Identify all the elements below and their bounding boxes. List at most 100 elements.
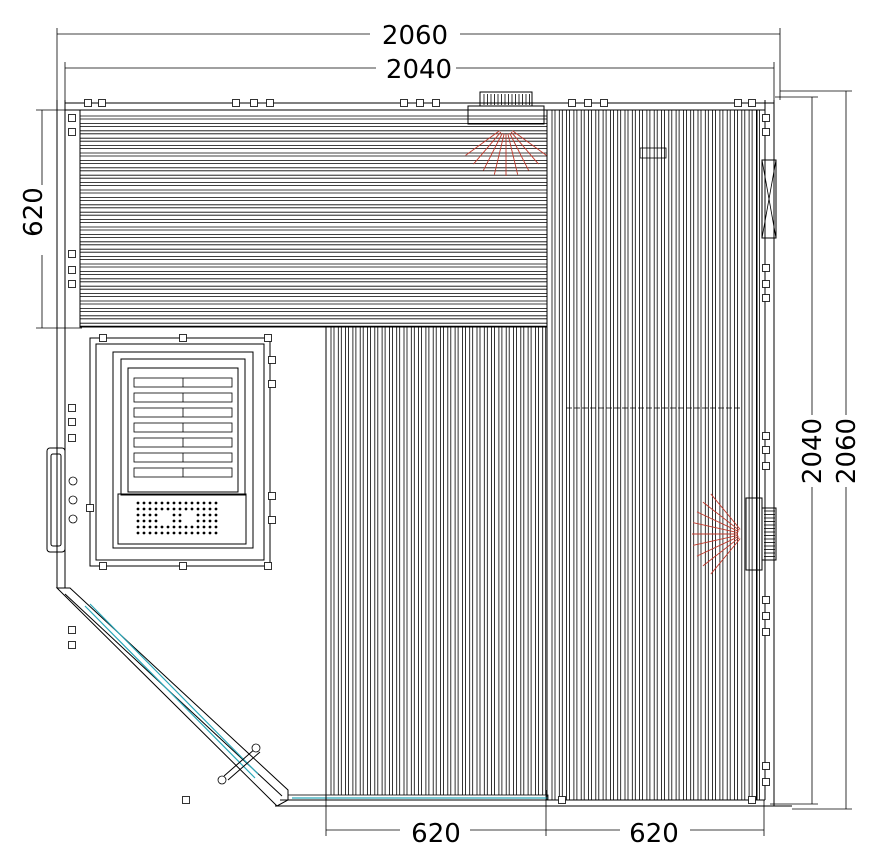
heater-vent-dot: [142, 507, 146, 511]
dimension-top-inner: 2040: [64, 52, 775, 100]
mounting-clip: [232, 99, 240, 107]
mounting-clip: [762, 264, 770, 272]
ceiling-lamp-top: [465, 91, 547, 176]
light-ray: [693, 522, 739, 534]
dimension-label-top-inner: 2040: [386, 55, 452, 85]
light-ray: [510, 131, 539, 165]
mounting-clip: [68, 626, 76, 634]
heater-vent-dot: [184, 507, 188, 511]
heater-vent-dot: [208, 519, 212, 523]
mounting-clip: [762, 446, 770, 454]
heater-vent-dot: [178, 531, 182, 535]
mounting-clip: [748, 99, 756, 107]
mounting-clip: [400, 99, 408, 107]
mounting-clip: [584, 99, 592, 107]
dimension-left-bench: 620: [19, 109, 82, 329]
bench-upper-outline: [79, 109, 548, 328]
heater-vent-dot: [208, 525, 212, 529]
heater-vent-dot: [160, 501, 164, 505]
heater-vent-dot: [178, 501, 182, 505]
light-ray: [710, 493, 741, 530]
heater-vent-dot: [190, 501, 194, 505]
light-ray: [465, 130, 500, 156]
heater-vent-dot: [160, 531, 164, 535]
light-ray: [509, 132, 530, 171]
heater-vent-dot: [202, 513, 206, 517]
light-ray: [693, 534, 739, 546]
bench-center-slats: [330, 327, 547, 795]
dimension-label-right-outer: 2060: [832, 418, 862, 484]
mounting-clip: [84, 99, 92, 107]
mounting-clip: [762, 778, 770, 786]
heater-vent-dot: [214, 531, 218, 535]
dimension-label-right-inner: 2040: [798, 418, 828, 484]
heater-vent-dot: [178, 519, 182, 523]
light-ray: [696, 511, 739, 532]
mounting-clip: [568, 99, 576, 107]
light-ray: [482, 132, 503, 171]
dimension-bottom-left: 620: [325, 790, 547, 849]
mounting-clip: [268, 380, 276, 388]
dimension-label-left-bench: 620: [19, 187, 49, 237]
heater-vent-dot: [142, 525, 146, 529]
light-ray: [702, 501, 740, 531]
heater-vent-dot: [202, 507, 206, 511]
heater-vent-dot: [160, 507, 164, 511]
mounting-clip: [68, 280, 76, 288]
light-ray: [507, 133, 519, 175]
mounting-clip: [250, 99, 258, 107]
heater-vent-dot: [172, 519, 176, 523]
heater-vent-dot: [148, 531, 152, 535]
heater-vent-dot: [214, 507, 218, 511]
heater-vent-dot: [190, 525, 194, 529]
mounting-clip: [762, 596, 770, 604]
heater-vent-dot: [184, 501, 188, 505]
heater-vent-dot: [214, 513, 218, 517]
heater-vent-dot: [166, 501, 170, 505]
heater-vent-dot: [214, 501, 218, 505]
heater-vent-dot: [154, 531, 158, 535]
heater-vent-dot: [148, 507, 152, 511]
light-ray: [493, 133, 505, 175]
heater-vent-dot: [136, 531, 140, 535]
light-ray: [710, 538, 741, 575]
mounting-clip: [68, 250, 76, 258]
heater-vent-dot: [214, 525, 218, 529]
heater-vent-dot: [136, 507, 140, 511]
heater-vent-dot: [214, 519, 218, 523]
heater-vent-dot: [148, 519, 152, 523]
heater-vent-dot: [142, 531, 146, 535]
mounting-clip: [68, 641, 76, 649]
dimension-label-top-outer: 2060: [382, 21, 448, 51]
heater-vent-dot: [196, 525, 200, 529]
wall-lamp-right: [692, 493, 777, 575]
heater-vent-dot: [166, 525, 170, 529]
heater-vent-dot: [148, 525, 152, 529]
heater-vent-dot: [154, 525, 158, 529]
mounting-clip: [268, 356, 276, 364]
heater-vent-dot: [178, 507, 182, 511]
heater-vent-dot: [154, 519, 158, 523]
mounting-clip: [266, 99, 274, 107]
mounting-clip: [762, 294, 770, 302]
mounting-clip: [762, 762, 770, 770]
mounting-clip: [748, 796, 756, 804]
bench-right-outline: [546, 109, 758, 801]
heater-vent-dot: [142, 501, 146, 505]
mounting-clip: [99, 334, 107, 342]
mounting-clip: [86, 504, 94, 512]
bench-upper-slats: [80, 115, 547, 327]
mounting-clip: [558, 796, 566, 804]
heater-vent-dot: [172, 531, 176, 535]
mounting-clip: [432, 99, 440, 107]
mounting-clip: [68, 128, 76, 136]
mounting-clip: [268, 492, 276, 500]
mounting-clips: [68, 99, 770, 804]
heater-vent-dot: [202, 519, 206, 523]
heater-vent-dot: [172, 525, 176, 529]
light-ray: [512, 130, 547, 156]
heater-vent-dot: [154, 513, 158, 517]
dimension-bottom-right: 620: [546, 800, 765, 849]
mounting-clip: [99, 562, 107, 570]
